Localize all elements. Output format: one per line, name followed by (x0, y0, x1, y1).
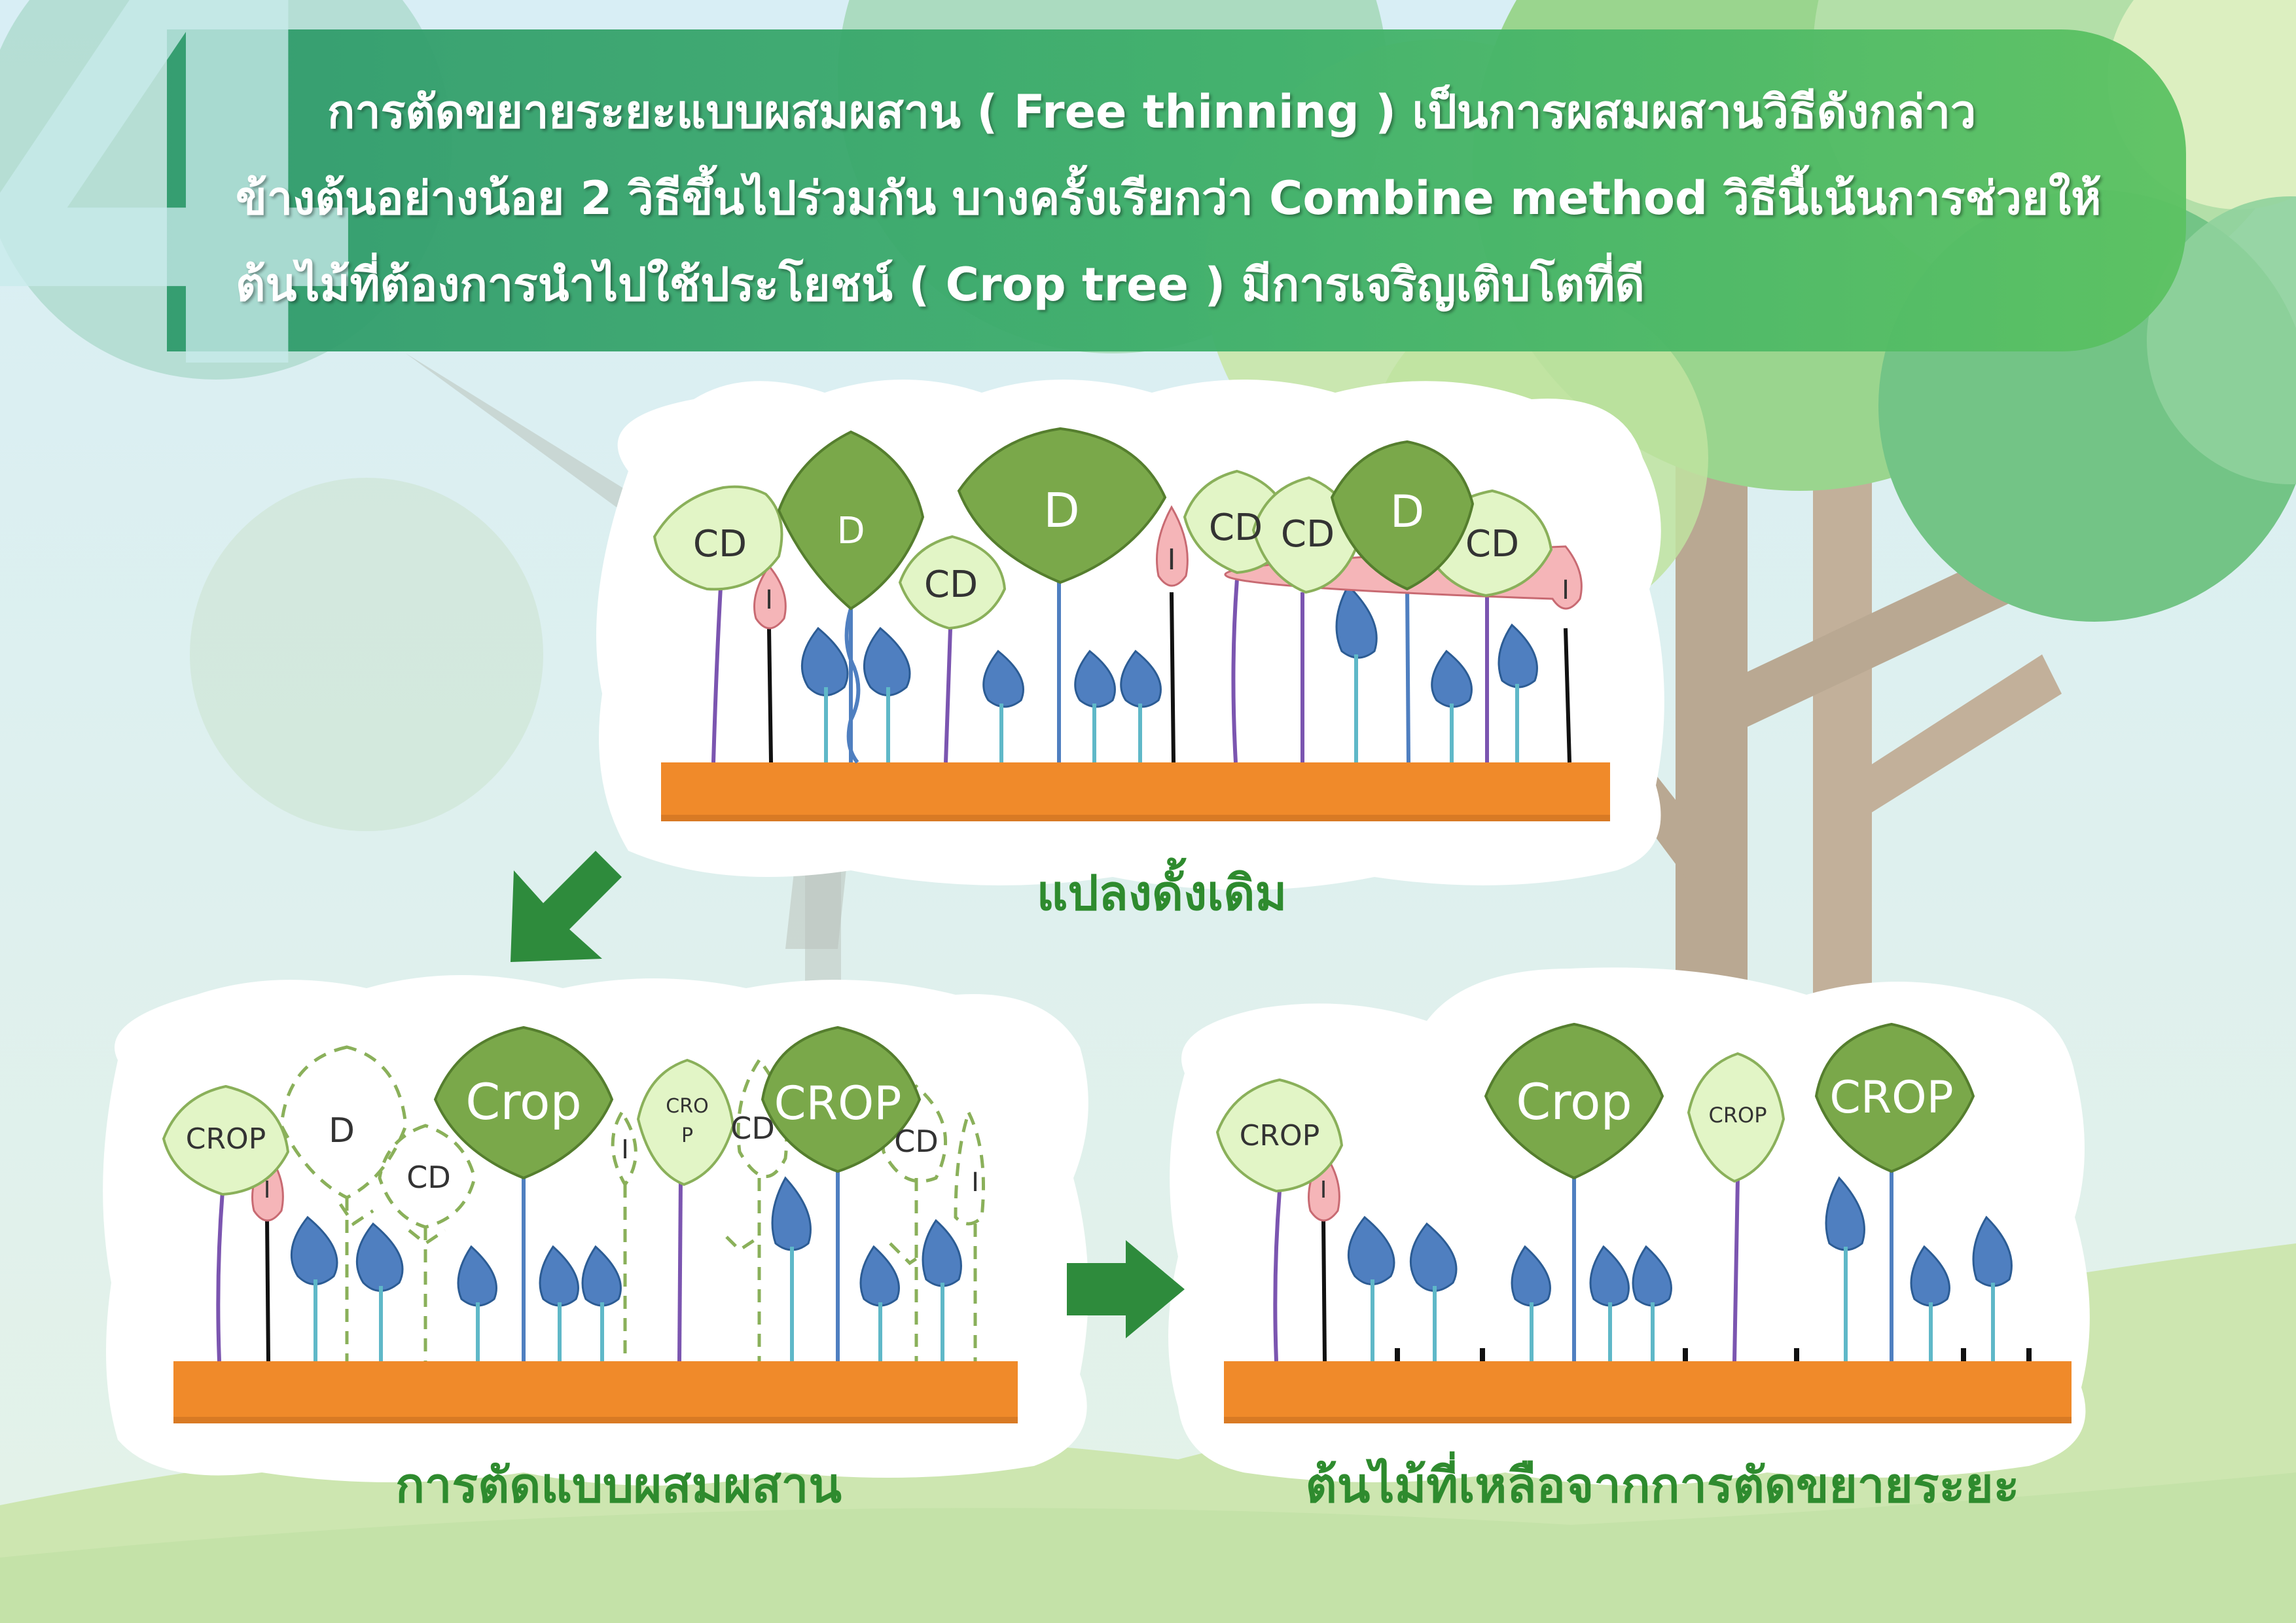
tree-label: CD (894, 1124, 939, 1159)
tree-label: CD (924, 563, 978, 606)
section-number: 4 (0, 0, 375, 499)
intro-line-2: ข้างต้นอย่างน้อย 2 วิธีขึ้นไปร่วมกัน บาง… (236, 171, 2102, 225)
tree-label: I (1320, 1177, 1327, 1204)
tree-label: D (1043, 483, 1079, 538)
header-band (167, 29, 2186, 351)
panel-original: CD D CD D I CD CD D CD I I (596, 380, 1664, 890)
caption-combined-cut: การตัดแบบผสมผสาน (395, 1457, 842, 1514)
tree-label: I (1562, 575, 1570, 605)
ground-bar (173, 1361, 1018, 1423)
tree-label: D (1390, 486, 1424, 538)
intro-line-1: การตัดขยายระยะแบบผสมผสาน ( Free thinning… (327, 85, 1977, 139)
tree-label: CROP (1240, 1119, 1319, 1152)
tree-label: I (264, 1177, 271, 1204)
intro-paragraph: การตัดขยายระยะแบบผสมผสาน ( Free thinning… (236, 69, 2102, 328)
tree-label: D (329, 1111, 355, 1150)
ground-bar (1224, 1361, 2072, 1423)
tree-label: I (1168, 543, 1176, 577)
tree-label: CD (1281, 513, 1335, 556)
tree-label: CROP (1708, 1103, 1767, 1128)
tree-label: CD (1209, 507, 1263, 549)
understory-tree (982, 649, 1024, 708)
tree-label: I (765, 585, 773, 615)
tree-label: P (681, 1124, 693, 1147)
panel-combined-cut: CROP D CD Crop CRO P CD CROP CD I I I (103, 975, 1088, 1486)
caption-original-plot: แปลงดั้งเดิม (1036, 865, 1287, 921)
tree-label: CD (1465, 523, 1519, 565)
panel-remaining: CROP Crop CROP CROP I (1168, 967, 2090, 1486)
tree-label: D (836, 510, 865, 552)
tree-label: I (971, 1168, 979, 1198)
arrow-down-left (511, 851, 622, 962)
understory-tree (1498, 623, 1538, 688)
tree-label: CD (406, 1160, 451, 1195)
tree-label: CD (693, 523, 747, 565)
tree-label: CROP (186, 1122, 266, 1156)
tree-label: Crop (1516, 1073, 1632, 1131)
ground-bar (661, 762, 1610, 821)
tree-label: Crop (465, 1073, 581, 1131)
tree-label: CROP (774, 1077, 902, 1130)
tree-label: CD (730, 1111, 775, 1146)
tree-label: CROP (1829, 1072, 1953, 1124)
caption-remaining-trees: ต้นไม้ที่เหลือจากการตัดขยายระยะ (1305, 1457, 2020, 1514)
intro-line-3: ต้นไม้ที่ต้องการนำไปใช้ประโยชน์ ( Crop t… (236, 258, 1645, 312)
tree-label: I (621, 1135, 629, 1165)
tree-label: CRO (666, 1095, 708, 1118)
arrow-right (1067, 1240, 1185, 1338)
